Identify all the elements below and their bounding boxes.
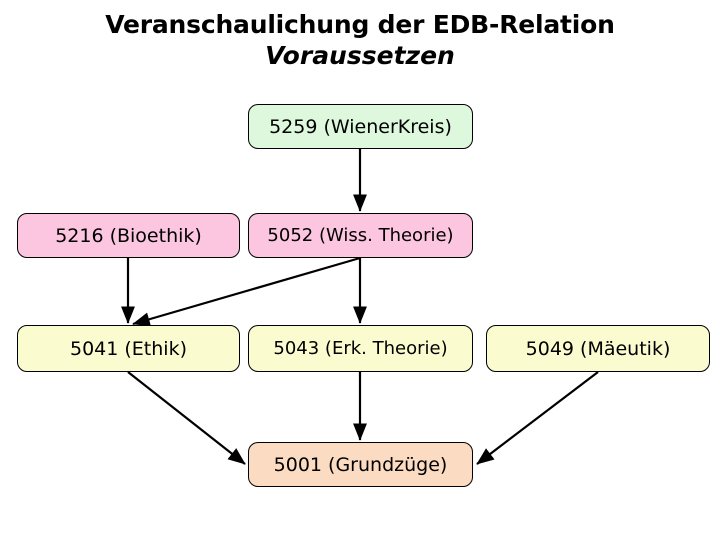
node-label: 5049 (Mäeutik) (525, 337, 671, 360)
node-5216-bioethik[interactable]: 5216 (Bioethik) (17, 213, 240, 258)
title-line-primary: Veranschaulichung der EDB-Relation (105, 10, 615, 39)
edge-5041-to-5001 (127, 371, 246, 465)
node-5043-erk-theorie[interactable]: 5043 (Erk. Theorie) (248, 325, 473, 372)
node-5052-wiss-theorie[interactable]: 5052 (Wiss. Theorie) (248, 213, 473, 258)
node-label: 5043 (Erk. Theorie) (273, 338, 448, 359)
node-label: 5216 (Bioethik) (55, 224, 202, 247)
title-line-secondary: Voraussetzen (265, 41, 455, 70)
node-label: 5259 (WienerKreis) (269, 115, 452, 138)
node-5259-wienerkreis[interactable]: 5259 (WienerKreis) (248, 104, 473, 149)
node-5041-ethik[interactable]: 5041 (Ethik) (17, 325, 240, 372)
edge-5052-to-5041 (132, 256, 361, 327)
node-5001-grundzuege[interactable]: 5001 (Grundzüge) (248, 442, 473, 487)
node-label: 5041 (Ethik) (70, 337, 187, 360)
edge-5049-to-5001 (476, 371, 599, 465)
node-5049-maeeutik[interactable]: 5049 (Mäeutik) (486, 325, 710, 372)
page-title: Veranschaulichung der EDB-Relation Vorau… (0, 10, 720, 72)
node-label: 5001 (Grundzüge) (273, 453, 448, 476)
node-label: 5052 (Wiss. Theorie) (267, 225, 454, 246)
